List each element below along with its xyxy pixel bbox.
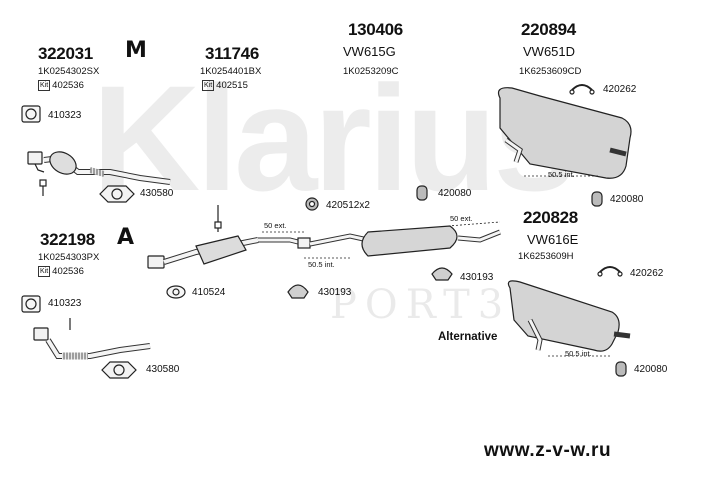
ref-420262-top: 420262 [603,84,637,95]
oem-1K0254303PX: 1K0254303PX [38,252,100,263]
gasket-430580-bottom [101,361,137,379]
kit-tag: Kit [38,80,51,91]
gasket-430580-top [99,185,135,203]
kit-number: 402536 [52,80,84,91]
part-number-322198: 322198 [40,230,95,249]
oem-1K0254401BX: 1K0254401BX [200,66,262,77]
port-watermark: PORT3 [330,282,512,328]
rear-silencer-220894 [497,87,632,179]
hanger-420262-bottom [597,266,623,277]
ref-410323-bottom: 410323 [48,298,82,309]
ref-430193-a: 430193 [318,287,352,298]
badge-a-icon: A [117,225,135,250]
part-number-311746: 311746 [205,44,259,63]
alternative-label: Alternative [438,331,498,343]
rear-silencer-220828 [507,280,631,357]
kit-tag: Kit [202,80,215,91]
ref-420512x2: 420512x2 [326,200,370,211]
ref-410323-top: 410323 [48,110,82,121]
hanger-420262-top [569,84,595,95]
ref-420080-c: 420080 [634,364,668,375]
dim-505int-a: 50.5 int. [308,260,335,269]
oem-1K0254302SX: 1K0254302SX [38,66,100,77]
ref-430580-top: 430580 [140,188,174,199]
model-VW651D: VW651D [523,44,576,59]
badge-m-icon: M [125,38,147,63]
part-number-220828: 220828 [523,208,578,227]
part-number-322031: 322031 [38,44,93,63]
ref-410524: 410524 [192,287,226,298]
kit-number: 402515 [216,80,248,91]
dim-505int-b: 50.5 int. [548,170,575,179]
kit-number: 402536 [52,266,84,277]
catalyst-311746 [147,205,259,269]
ref-430193-b: 430193 [460,272,494,283]
ref-420262-bottom: 420262 [630,268,664,279]
part-number-220894: 220894 [521,20,576,39]
kit-tag: Kit [38,266,51,277]
front-silencer-130406 [258,221,501,259]
website-link[interactable]: www.z-v-w.ru [484,440,612,461]
oem-1K6253609CD: 1K6253609CD [519,66,582,77]
mount-420080-c [615,361,627,377]
gasket-410524 [166,285,186,299]
ref-420080-b: 420080 [610,194,644,205]
model-VW616E: VW616E [527,232,579,247]
gasket-410323-top [21,105,41,123]
ref-420080-a: 420080 [438,188,472,199]
clamp-430193-a [287,284,309,299]
dim-50ext-a: 50 ext. [264,221,287,230]
dim-50ext-b: 50 ext. [450,214,473,223]
oem-1K6253609H: 1K6253609H [518,251,574,262]
model-VW615G: VW615G [343,44,396,59]
mount-420080-a [416,185,428,201]
part-number-130406: 130406 [348,20,403,39]
ref-430580-bottom: 430580 [146,364,180,375]
mount-420080-b [591,191,603,207]
mount-420512 [305,197,319,211]
clamp-430193-b [431,267,453,281]
oem-1K0253209C: 1K0253209C [343,66,399,77]
dim-505int-c: 50.5 int. [565,349,592,358]
brand-watermark: Klarius [92,54,577,222]
front-pipe-322198 [33,318,151,360]
gasket-410323-bottom [21,295,41,313]
front-pipe-322031 [27,151,171,196]
